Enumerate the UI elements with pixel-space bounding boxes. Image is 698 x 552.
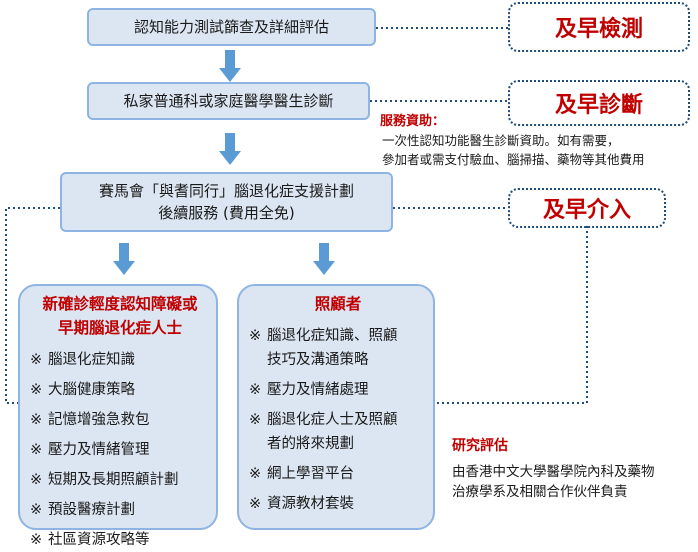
early-diagnosis-label: 及早診斷 (554, 93, 643, 118)
list-item-label: 預設醫療計劃 (48, 502, 135, 518)
list-item: ※ 壓力及情緒處理 (249, 378, 427, 402)
list-item-line2: 者的將來規劃 (267, 436, 354, 452)
list-item-text: 壓力及情緒處理 (267, 378, 369, 402)
list-item: ※ 網上學習平台 (249, 462, 427, 486)
bullet-marker: ※ (30, 352, 43, 368)
diagnosis-box: 私家普通科或家庭醫學醫生診斷 (87, 82, 370, 120)
patients-panel: 新確診輕度認知障礙或 早期腦退化症人士 ※ 腦退化症知識 ※ 大腦健康策略 ※ 記憶增強急… (18, 284, 218, 548)
list-item-text: 腦退化症知識、照顧技巧及溝通策略 (267, 324, 398, 372)
research-line2: 治療學系及相關合作伙伴負責 (452, 484, 628, 500)
research-note: 研究評估 由香港中文大學醫學院內科及藥物 治療學系及相關合作伙伴負責 (452, 436, 692, 502)
list-item: ※ 預設醫療計劃 (30, 498, 210, 522)
program-box: 賽馬會「與耆同行」腦退化症支援計劃 後續服務 (費用全免) (60, 172, 393, 232)
list-item: ※ 資源教材套裝 (249, 492, 427, 516)
bullet-marker: ※ (30, 412, 43, 428)
list-item: ※ 腦退化症知識 (30, 348, 210, 372)
down-arrow-icon (219, 133, 241, 165)
program-label-line1: 賽馬會「與耆同行」腦退化症支援計劃 (98, 182, 354, 200)
funding-note: 服務資助： 一次性認知功能醫生診斷資助。如有需要， 參加者或需支付驗血、腦掃描、… (380, 112, 692, 169)
connector-right-loop (436, 226, 588, 404)
early-intervention-tag: 及早介入 (508, 188, 666, 228)
early-detection-label: 及早檢測 (554, 17, 643, 42)
patients-title-line2: 早期腦退化症人士 (57, 319, 182, 337)
research-line1: 由香港中文大學醫學院內科及藥物 (452, 464, 655, 480)
bullet-marker: ※ (30, 442, 43, 458)
funding-line2: 參加者或需支付驗血、腦掃描、藥物等其他費用 (382, 152, 645, 167)
connector-lines (5, 27, 588, 404)
patients-title-line1: 新確診輕度認知障礙或 (42, 295, 198, 313)
list-item-label: 壓力及情緒管理 (48, 442, 150, 458)
research-title: 研究評估 (452, 438, 508, 454)
early-intervention-label: 及早介入 (542, 198, 631, 223)
bullet-marker: ※ (249, 466, 262, 482)
list-item-text: 資源教材套裝 (267, 492, 354, 516)
list-item: ※ 社區資源攻略等 (30, 528, 210, 552)
early-diagnosis-tag: 及早診斷 (508, 80, 690, 126)
caregivers-list: ※ 腦退化症知識、照顧技巧及溝通策略 ※ 壓力及情緒處理 ※ 腦退化症人士及照顧者的將來規… (249, 324, 427, 516)
bullet-marker: ※ (30, 502, 43, 518)
list-item: ※ 記憶增強急救包 (30, 408, 210, 432)
list-item-line1: 網上學習平台 (267, 466, 354, 482)
caregivers-panel: 照顧者 ※ 腦退化症知識、照顧技巧及溝通策略 ※ 壓力及情緒處理 ※ 腦退化症人士及照顧者… (237, 284, 435, 530)
list-item-label: 記憶增強急救包 (48, 412, 150, 428)
list-item-line1: 腦退化症知識、照顧 (267, 328, 398, 344)
patients-list: ※ 腦退化症知識 ※ 大腦健康策略 ※ 記憶增強急救包 ※ 壓力及情緒管理 ※ 短期及長期照顧計劃… (30, 348, 210, 552)
diagnosis-label: 私家普通科或家庭醫學醫生診斷 (123, 92, 334, 110)
bullet-marker: ※ (249, 382, 262, 398)
down-arrow-icon (313, 243, 335, 275)
list-item-line2: 技巧及溝通策略 (267, 352, 369, 368)
screening-label: 認知能力測試篩查及詳細評估 (133, 18, 329, 36)
list-item-label: 短期及長期照顧計劃 (48, 472, 179, 488)
bullet-marker: ※ (249, 412, 262, 428)
list-item-label: 腦退化症知識 (48, 352, 135, 368)
list-item: ※ 短期及長期照顧計劃 (30, 468, 210, 492)
down-arrow-icon (113, 243, 135, 275)
list-item-text: 網上學習平台 (267, 462, 354, 486)
list-item: ※ 腦退化症人士及照顧者的將來規劃 (249, 408, 427, 456)
connector-left-loop (5, 207, 60, 404)
caregivers-title: 照顧者 (314, 295, 362, 313)
list-item-line1: 壓力及情緒處理 (267, 382, 369, 398)
screening-box: 認知能力測試篩查及詳細評估 (87, 8, 376, 46)
funding-line1: 一次性認知功能醫生診斷資助。如有需要， (382, 133, 620, 148)
list-item-line1: 腦退化症人士及照顧 (267, 412, 398, 428)
bullet-marker: ※ (249, 328, 262, 344)
early-detection-tag: 及早檢測 (508, 2, 690, 52)
list-item: ※ 壓力及情緒管理 (30, 438, 210, 462)
list-item-line1: 資源教材套裝 (267, 496, 354, 512)
down-arrow-icon (219, 50, 241, 82)
list-item: ※ 腦退化症知識、照顧技巧及溝通策略 (249, 324, 427, 372)
bullet-marker: ※ (30, 472, 43, 488)
program-label-line2: 後續服務 (費用全免) (158, 204, 295, 222)
list-item-label: 大腦健康策略 (48, 382, 135, 398)
list-item: ※ 大腦健康策略 (30, 378, 210, 402)
bullet-marker: ※ (30, 532, 43, 548)
list-item-text: 腦退化症人士及照顧者的將來規劃 (267, 408, 398, 456)
bullet-marker: ※ (30, 382, 43, 398)
funding-title: 服務資助： (380, 114, 446, 129)
bullet-marker: ※ (249, 496, 262, 512)
list-item-label: 社區資源攻略等 (48, 532, 150, 548)
